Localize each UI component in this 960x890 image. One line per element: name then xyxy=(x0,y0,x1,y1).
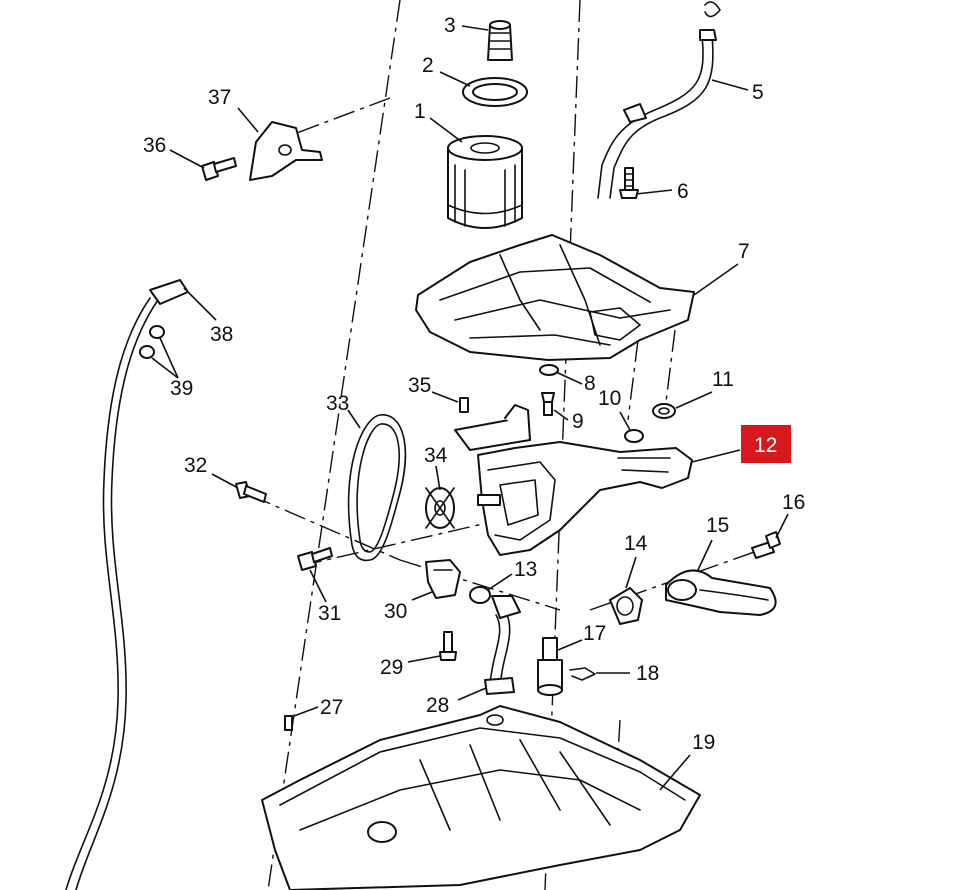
callout-35: 35 xyxy=(408,374,431,397)
dowel-35 xyxy=(459,397,469,413)
bolt-31 xyxy=(297,547,333,571)
oil-filter xyxy=(447,135,523,229)
callout-1: 1 xyxy=(414,100,426,123)
pump-sprocket xyxy=(425,487,455,529)
oil-pump xyxy=(454,404,693,556)
callout-30: 30 xyxy=(384,600,407,623)
callout-5: 5 xyxy=(752,81,764,104)
callout-8: 8 xyxy=(584,372,596,395)
screen-bolt xyxy=(751,531,781,559)
highlight-box-12 xyxy=(741,425,791,463)
sensor-30 xyxy=(425,559,461,599)
filter-seal-ring xyxy=(462,77,528,107)
callout-13: 13 xyxy=(514,558,537,581)
bolt-36 xyxy=(201,157,237,181)
tube-bolt xyxy=(619,167,639,199)
o-rings-39 xyxy=(139,325,165,359)
dowel-pin xyxy=(284,715,293,731)
pickup-screen xyxy=(665,569,777,616)
leader-lines xyxy=(151,25,789,791)
oil-tube xyxy=(597,1,721,199)
callout-9: 9 xyxy=(572,410,584,433)
pressure-valve xyxy=(537,637,563,696)
callout-14: 14 xyxy=(624,532,648,555)
callout-28: 28 xyxy=(426,694,449,717)
callout-39: 39 xyxy=(170,377,193,400)
drive-chain xyxy=(347,414,407,562)
callout-33: 33 xyxy=(326,392,349,415)
callout-19: 19 xyxy=(692,731,715,754)
callout-16: 16 xyxy=(782,491,805,514)
callout-31: 31 xyxy=(318,602,341,625)
callout-2: 2 xyxy=(422,54,434,77)
callout-3: 3 xyxy=(444,14,456,37)
oil-baffle xyxy=(415,234,695,361)
callout-36: 36 xyxy=(143,134,166,157)
callout-38: 38 xyxy=(210,323,233,346)
o-ring xyxy=(469,586,491,604)
oil-pipe xyxy=(484,595,521,695)
bolt-29 xyxy=(439,631,457,661)
bracket-37 xyxy=(249,121,323,181)
callout-17: 17 xyxy=(583,622,606,645)
callout-6: 6 xyxy=(677,180,689,203)
small-parts xyxy=(539,364,676,443)
callout-34: 34 xyxy=(424,444,448,467)
retainer-clip xyxy=(569,667,596,681)
callout-32: 32 xyxy=(184,454,207,477)
callout-27: 27 xyxy=(320,696,343,719)
oil-pan xyxy=(261,705,701,890)
callout-labels: 1 2 3 5 6 7 8 9 10 11 12 13 14 15 16 17 … xyxy=(143,14,805,754)
callout-29: 29 xyxy=(380,656,403,679)
callout-7: 7 xyxy=(738,240,750,263)
callout-15: 15 xyxy=(706,514,729,537)
callout-18: 18 xyxy=(636,662,659,685)
filter-fitting xyxy=(487,20,513,61)
callout-10: 10 xyxy=(598,387,621,410)
callout-12-highlighted: 12 xyxy=(754,434,777,457)
gasket xyxy=(609,587,643,625)
callout-37: 37 xyxy=(208,86,231,109)
callout-11: 11 xyxy=(712,368,734,391)
bolt-32 xyxy=(235,481,267,503)
